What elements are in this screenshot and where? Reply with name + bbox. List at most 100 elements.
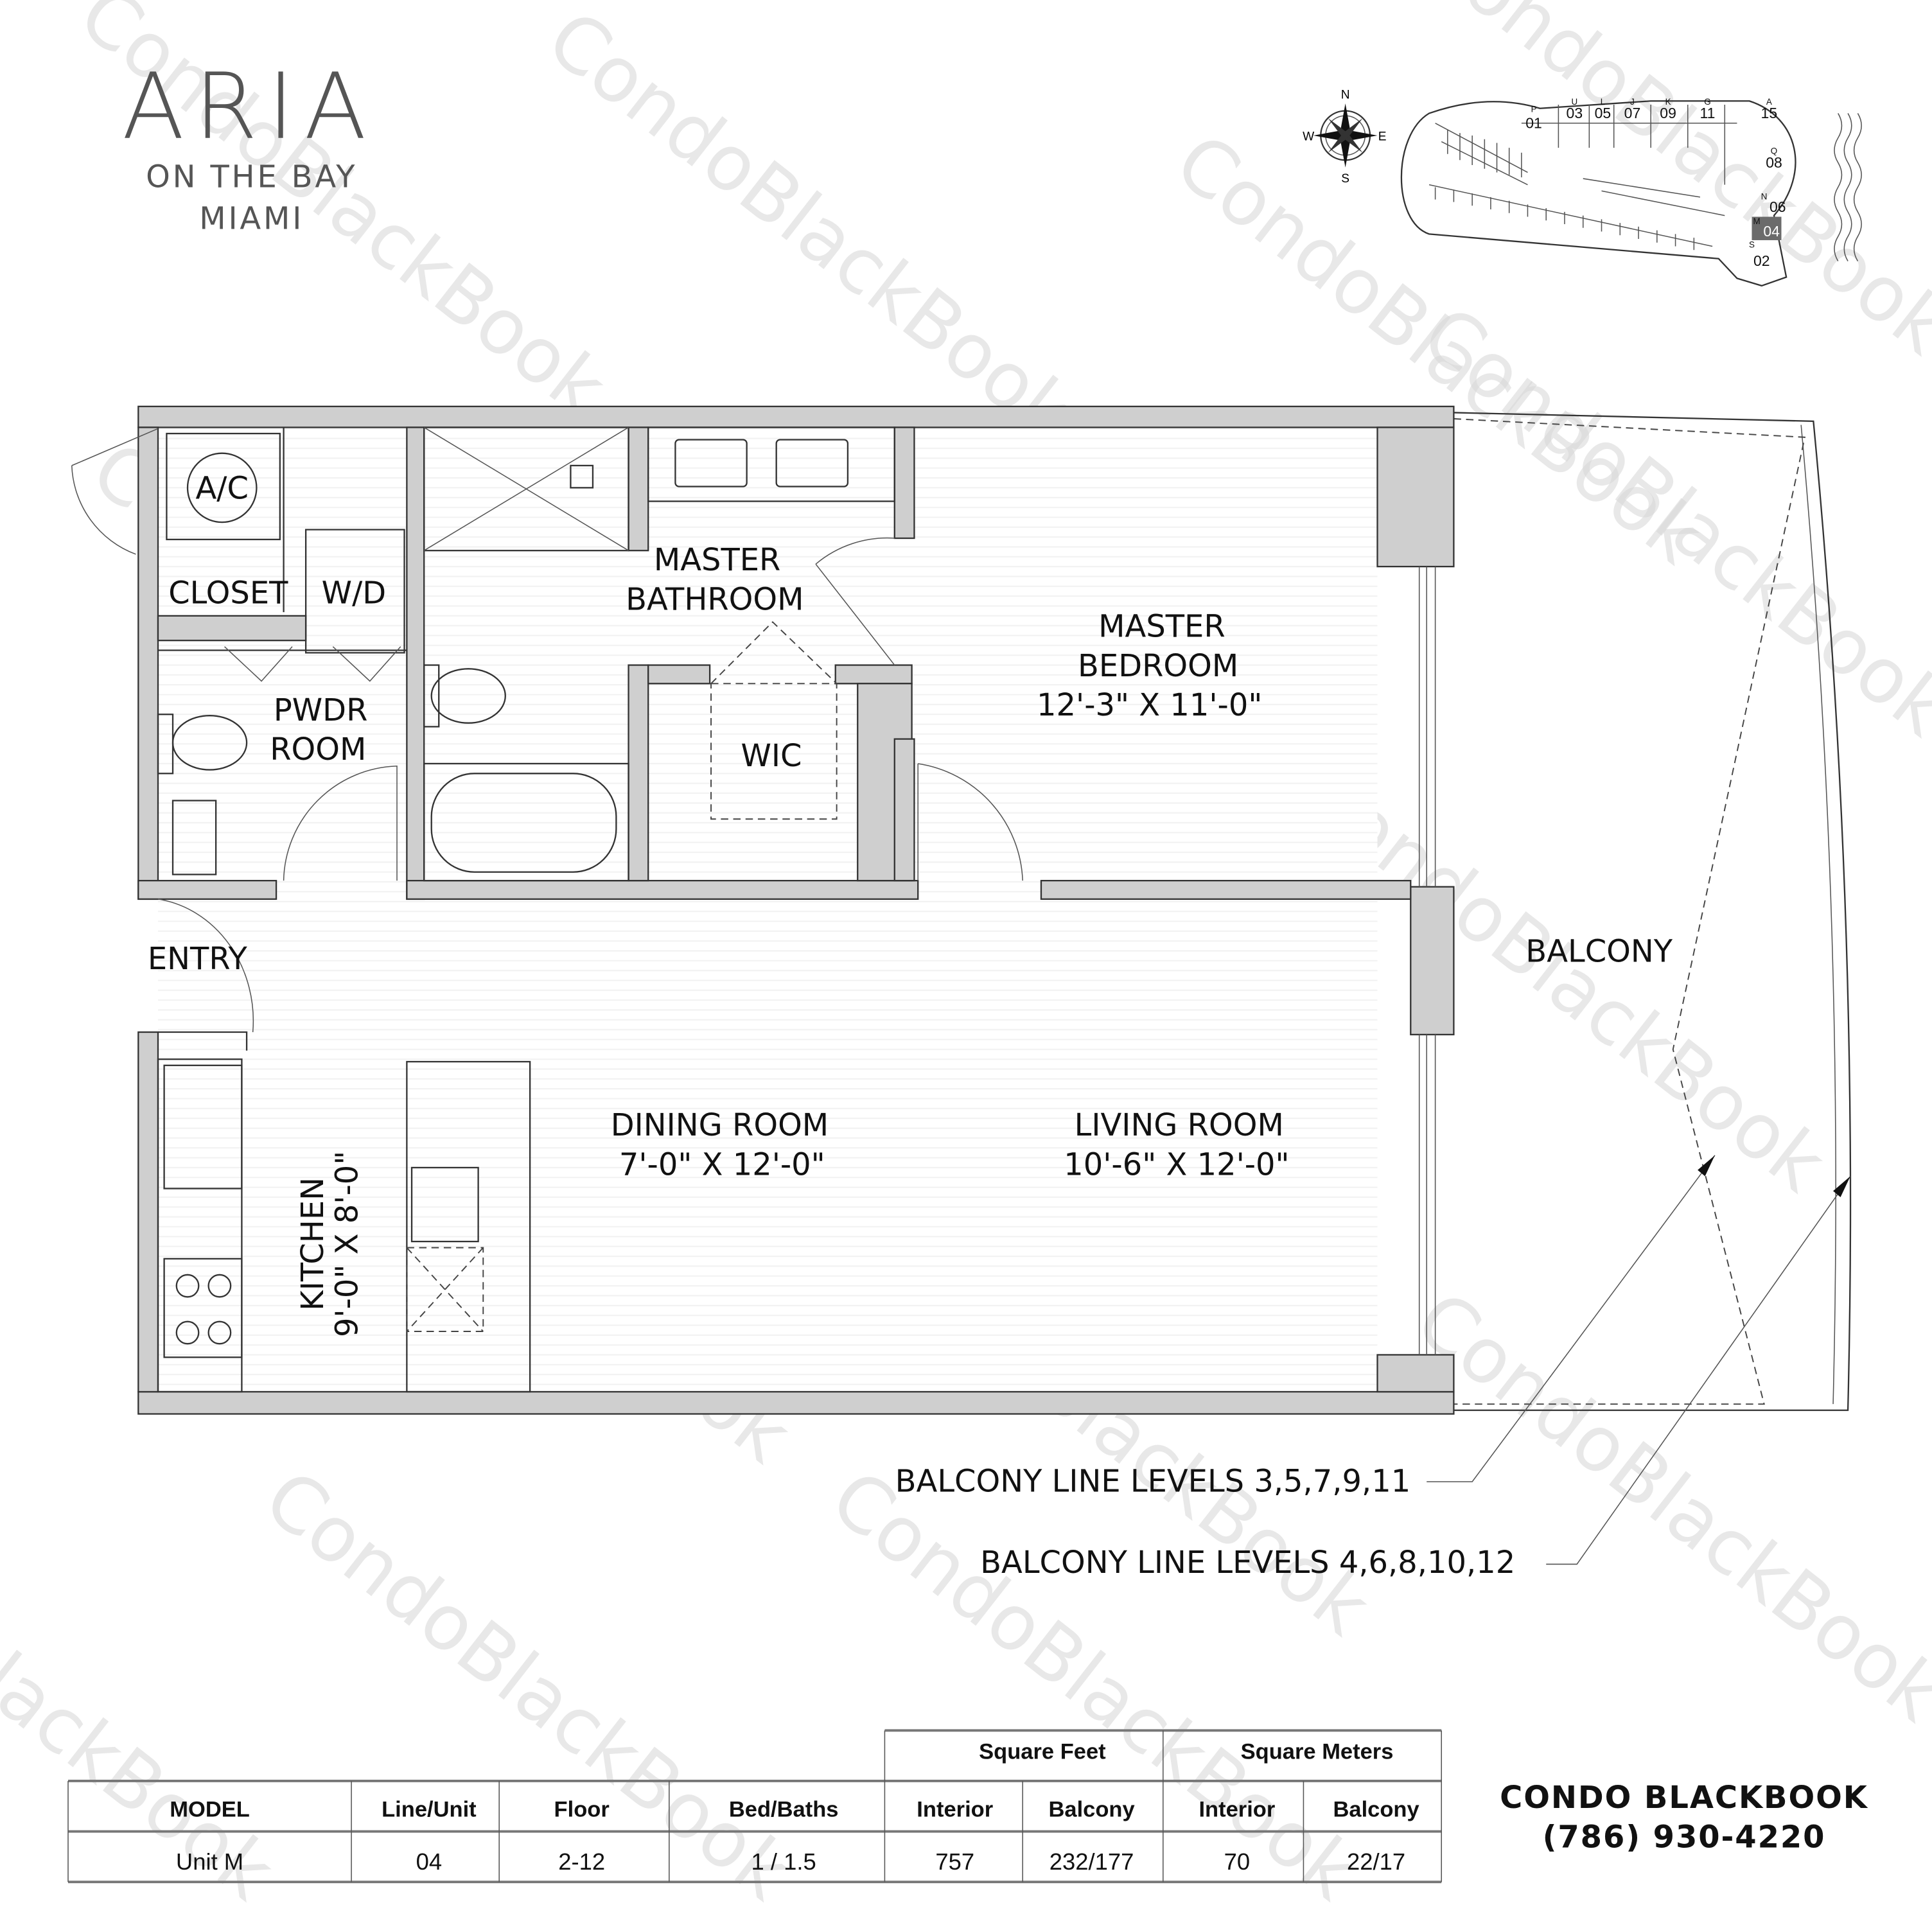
- leader-line: [1546, 1175, 1851, 1565]
- column-top-right: [1376, 426, 1455, 568]
- unit-number: 09: [1660, 105, 1676, 121]
- watermark: CondoBlackBook: [1400, 1275, 1932, 1739]
- unit-number: 01: [1525, 114, 1542, 131]
- entry-door: [157, 899, 254, 1033]
- highlighted-unit-04: [1752, 216, 1782, 240]
- contact-name: CONDO BLACKBOOK: [1500, 1780, 1868, 1816]
- unit-letter: L: [1601, 97, 1606, 107]
- cell-model: Unit M: [176, 1848, 243, 1875]
- watermark: CondoBlackBook: [0, 1453, 290, 1917]
- compass-w: W: [1303, 130, 1315, 144]
- header-model: MODEL: [170, 1798, 250, 1822]
- pwdr-room-label: PWDR: [274, 693, 368, 728]
- contact-name-light: CONDO: [1500, 1780, 1644, 1816]
- unit-letter: M: [1753, 216, 1761, 226]
- room-labels: A/C CLOSET W/D PWDR ROOM MASTER BATHROOM…: [148, 471, 1673, 1337]
- water-waves-icon: [1834, 113, 1862, 261]
- kitchen-counter: [157, 1058, 243, 1393]
- living-room-label: LIVING ROOM: [1075, 1108, 1284, 1143]
- column-bottom-right: [1376, 1354, 1455, 1393]
- key-plan-grid-lines: [1434, 129, 1695, 250]
- closet-label: CLOSET: [168, 576, 288, 611]
- kitchen-label: KITCHEN: [295, 1177, 331, 1311]
- dining-room-dimensions: 7'-0" X 12'-0": [619, 1147, 825, 1182]
- pwdr-door: [283, 766, 398, 881]
- wic-label: WIC: [741, 739, 802, 774]
- watermark: CondoBlackBook: [531, 0, 1090, 458]
- contact-block: CONDO BLACKBOOK (786) 930-4220: [1500, 1780, 1868, 1855]
- dishwasher: [406, 1247, 484, 1332]
- ac-closet-door: [71, 428, 159, 555]
- balcony-area: [1453, 412, 1852, 1411]
- dining-room-label: DINING ROOM: [611, 1108, 829, 1143]
- kitchen-dimensions: 9'-0" X 8'-0": [330, 1151, 365, 1337]
- pwdr-room-label: ROOM: [270, 732, 366, 768]
- unit-letter: P: [1531, 105, 1537, 114]
- unit-number: 02: [1753, 252, 1770, 269]
- cooktop-icon: [163, 1258, 243, 1358]
- unit-number-highlighted: 04: [1763, 223, 1780, 240]
- balcony-line-odd-note: BALCONY LINE LEVELS 3,5,7,9,11: [895, 1464, 1411, 1499]
- sink-icon: [171, 800, 217, 875]
- unit-number: 11: [1699, 105, 1715, 121]
- cell-sqm-interior: 70: [1224, 1848, 1251, 1875]
- unit-letter: J: [1630, 97, 1635, 107]
- bathtub-icon: [430, 773, 617, 873]
- arrow-icon: [1698, 1155, 1715, 1177]
- cell-bed-baths: 1 / 1.5: [751, 1848, 816, 1875]
- cell-sqm-balcony: 22/17: [1347, 1848, 1405, 1875]
- kitchen-island: [406, 1060, 531, 1393]
- unit-letter: U: [1571, 97, 1577, 107]
- unit-number: 03: [1567, 105, 1583, 121]
- watermark: CondoBlackBook: [248, 1453, 807, 1917]
- wall-left-lower: [137, 1031, 159, 1393]
- header-line-unit: Line/Unit: [382, 1798, 477, 1822]
- unit-floor-plan: [71, 405, 1852, 1415]
- contact-name-bold: BLACKBOOK: [1644, 1780, 1868, 1816]
- compass-rose-icon: N S W E: [1303, 88, 1386, 185]
- bedroom-door: [917, 763, 1023, 881]
- column-mid-right: [1410, 886, 1455, 1035]
- compass-n: N: [1341, 88, 1350, 101]
- master-bathroom-label: MASTER: [654, 543, 780, 578]
- cell-floor: 2-12: [558, 1848, 605, 1875]
- balcony-line-even-note: BALCONY LINE LEVELS 4,6,8,10,12: [980, 1545, 1515, 1581]
- arrow-icon: [1833, 1176, 1850, 1197]
- unit-letter: G: [1704, 97, 1710, 107]
- kitchen-sink-icon: [410, 1166, 479, 1243]
- unit-number: 15: [1761, 105, 1778, 121]
- cell-sqft-balcony: 232/177: [1049, 1848, 1134, 1875]
- unit-letter: K: [1665, 97, 1671, 107]
- key-plan: P 01 U 03 L 05 J 07 K 09 G 11 A 15 Q 08 …: [1400, 97, 1862, 287]
- toilet-icon: [430, 668, 506, 724]
- wall-left-upper: [137, 426, 159, 900]
- wall-top: [137, 405, 1455, 428]
- bathroom-door: [815, 537, 895, 666]
- master-bathroom-label: BATHROOM: [626, 582, 804, 617]
- balcony-label: BALCONY: [1525, 934, 1673, 970]
- unit-number: 08: [1766, 154, 1782, 171]
- unit-letter: S: [1749, 240, 1755, 249]
- header-sqft-balcony: Balcony: [1048, 1798, 1134, 1822]
- logo-subtitle: ON THE BAY: [146, 159, 357, 195]
- ac-unit-icon: [186, 452, 258, 523]
- watermark: CondoBlackBook: [1406, 290, 1932, 753]
- living-room-dimensions: 10'-6" X 12'-0": [1064, 1147, 1289, 1182]
- unit-number: 05: [1595, 105, 1611, 121]
- master-bedroom-label: BEDROOM: [1078, 649, 1238, 684]
- compass-s: S: [1341, 172, 1349, 186]
- logo-city: MIAMI: [199, 202, 304, 237]
- unit-letter: N: [1761, 192, 1768, 202]
- header-sqft-interior: Interior: [917, 1798, 993, 1822]
- compass-e: E: [1378, 130, 1387, 144]
- wic-dashed-shelving: [710, 683, 838, 820]
- logo-wordmark: ARIA: [122, 54, 376, 160]
- vanity: [647, 426, 895, 502]
- wd-label: W/D: [322, 576, 386, 611]
- unit-info-table: Square Feet Square Meters MODEL Line/Uni…: [67, 1729, 1442, 1884]
- aria-logo: ARIA ON THE BAY MIAMI: [122, 54, 376, 237]
- cell-sqft-interior: 757: [935, 1848, 974, 1875]
- window: [1418, 566, 1436, 1355]
- wall-bottom: [137, 1390, 1455, 1415]
